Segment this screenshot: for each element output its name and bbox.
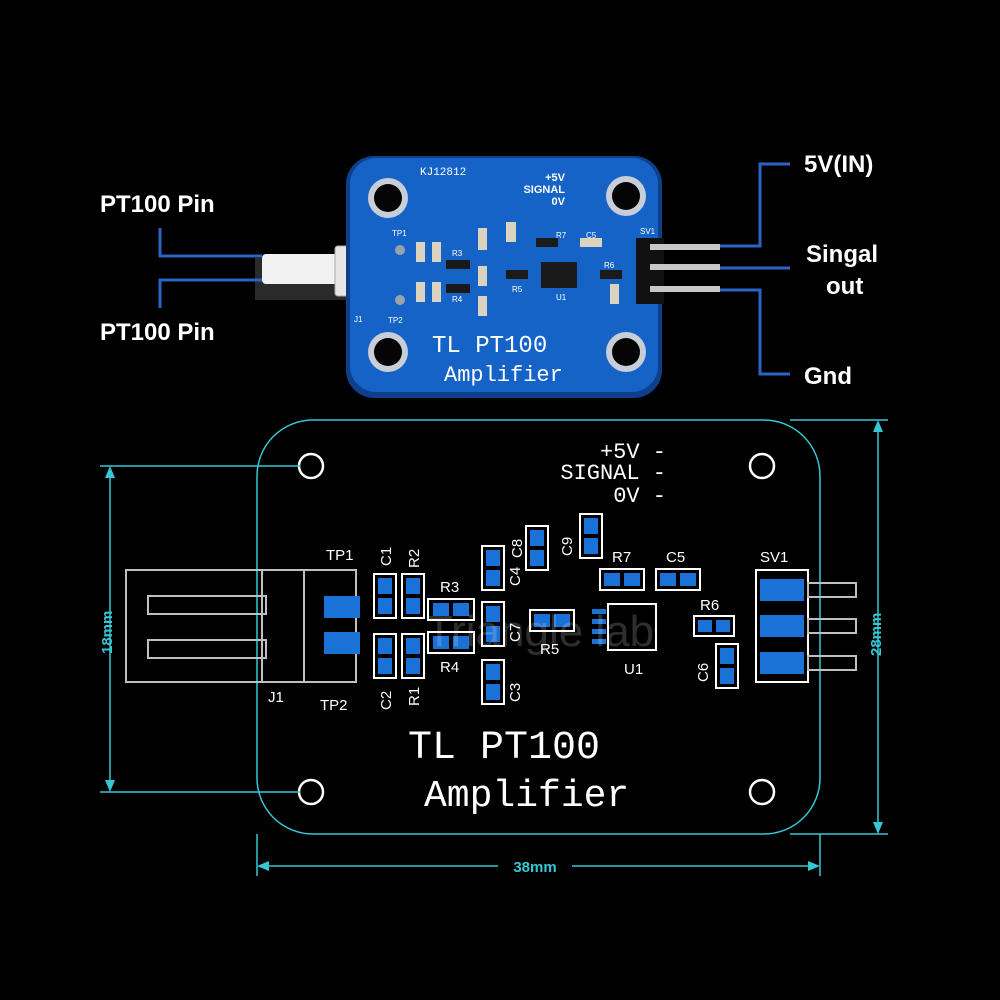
label-c5: C5 — [666, 549, 685, 566]
dimension-width-38mm: 38mm — [513, 859, 556, 876]
callout-line-pt100-bottom — [158, 278, 262, 308]
label-r2: R2 — [406, 549, 423, 568]
layout-title-line2: Amplifier — [424, 775, 629, 818]
photo-header-pins — [636, 238, 720, 304]
watermark: Triangle lab — [426, 607, 654, 656]
label-c1: C1 — [378, 547, 395, 566]
label-j1: J1 — [268, 689, 284, 706]
callout-signal-out-line1: Singal — [806, 241, 878, 268]
dimension-height-28mm: 28mm — [868, 613, 885, 656]
label-c7: C7 — [507, 623, 524, 642]
photo-board: KJ12812 +5V SIGNAL 0V — [255, 156, 720, 398]
callout-pt100-top: PT100 Pin — [100, 191, 215, 218]
dimension-lines — [100, 419, 888, 876]
photo-pin-label-0v: 0V — [552, 196, 566, 208]
callout-lines — [158, 162, 790, 376]
j1-connector-outline — [125, 569, 357, 683]
layout-pin-label-signal: SIGNAL - — [560, 461, 666, 486]
label-c6: C6 — [695, 663, 712, 682]
photo-label-c5: C5 — [586, 231, 597, 240]
dimension-height-18mm: 18mm — [99, 611, 116, 654]
layout-pin-label-5v: +5V - — [600, 440, 666, 465]
label-r7: R7 — [612, 549, 631, 566]
label-r3: R3 — [440, 579, 459, 596]
photo-label-tp2: TP2 — [388, 316, 403, 325]
photo-label-u1: U1 — [556, 293, 567, 302]
smd-pads — [324, 518, 804, 700]
board-model-code: KJ12812 — [420, 167, 466, 179]
connector-plug — [262, 254, 342, 284]
label-c2: C2 — [378, 691, 395, 710]
component-outlines — [373, 513, 809, 705]
photo-label-tp1: TP1 — [392, 229, 407, 238]
layout-pin-label-0v: 0V - — [613, 484, 666, 509]
photo-label-r3: R3 — [452, 249, 463, 258]
label-r4: R4 — [440, 659, 459, 676]
photo-label-r7: R7 — [556, 231, 567, 240]
label-c9: C9 — [559, 537, 576, 556]
callout-signal-out-line2: out — [826, 273, 863, 300]
photo-smd-components — [395, 222, 622, 316]
photo-pin-label-signal: SIGNAL — [523, 184, 565, 196]
callout-5v-in: 5V(IN) — [804, 151, 873, 178]
callout-line-pt100-top — [158, 228, 262, 258]
photo-title-line2: Amplifier — [444, 363, 563, 388]
label-sv1: SV1 — [760, 549, 788, 566]
label-tp2: TP2 — [320, 697, 348, 714]
photo-label-r5: R5 — [512, 285, 523, 294]
layout-board: +5V - SIGNAL - 0V - — [125, 419, 857, 835]
callout-line-5v — [720, 162, 790, 248]
photo-label-j1: J1 — [354, 315, 363, 324]
photo-label-r4: R4 — [452, 295, 463, 304]
photo-label-r6: R6 — [604, 261, 615, 270]
label-c8: C8 — [509, 539, 526, 558]
photo-pin-label-5v: +5V — [545, 172, 566, 184]
label-r1: R1 — [406, 687, 423, 706]
photo-label-sv1: SV1 — [640, 227, 656, 236]
label-r6: R6 — [700, 597, 719, 614]
board-surface — [350, 158, 658, 392]
label-c4: C4 — [507, 567, 524, 586]
callout-pt100-bottom: PT100 Pin — [100, 319, 215, 346]
layout-title-line1: TL PT100 — [408, 726, 600, 771]
mounting-holes — [368, 176, 646, 372]
label-u1: U1 — [624, 661, 643, 678]
label-c3: C3 — [507, 683, 524, 702]
label-tp1: TP1 — [326, 547, 354, 564]
label-r5: R5 — [540, 641, 559, 658]
photo-title-line1: TL PT100 — [432, 333, 547, 360]
sv1-pin-outlines — [807, 582, 857, 671]
callout-gnd: Gnd — [804, 363, 852, 390]
callout-line-gnd — [720, 288, 790, 376]
